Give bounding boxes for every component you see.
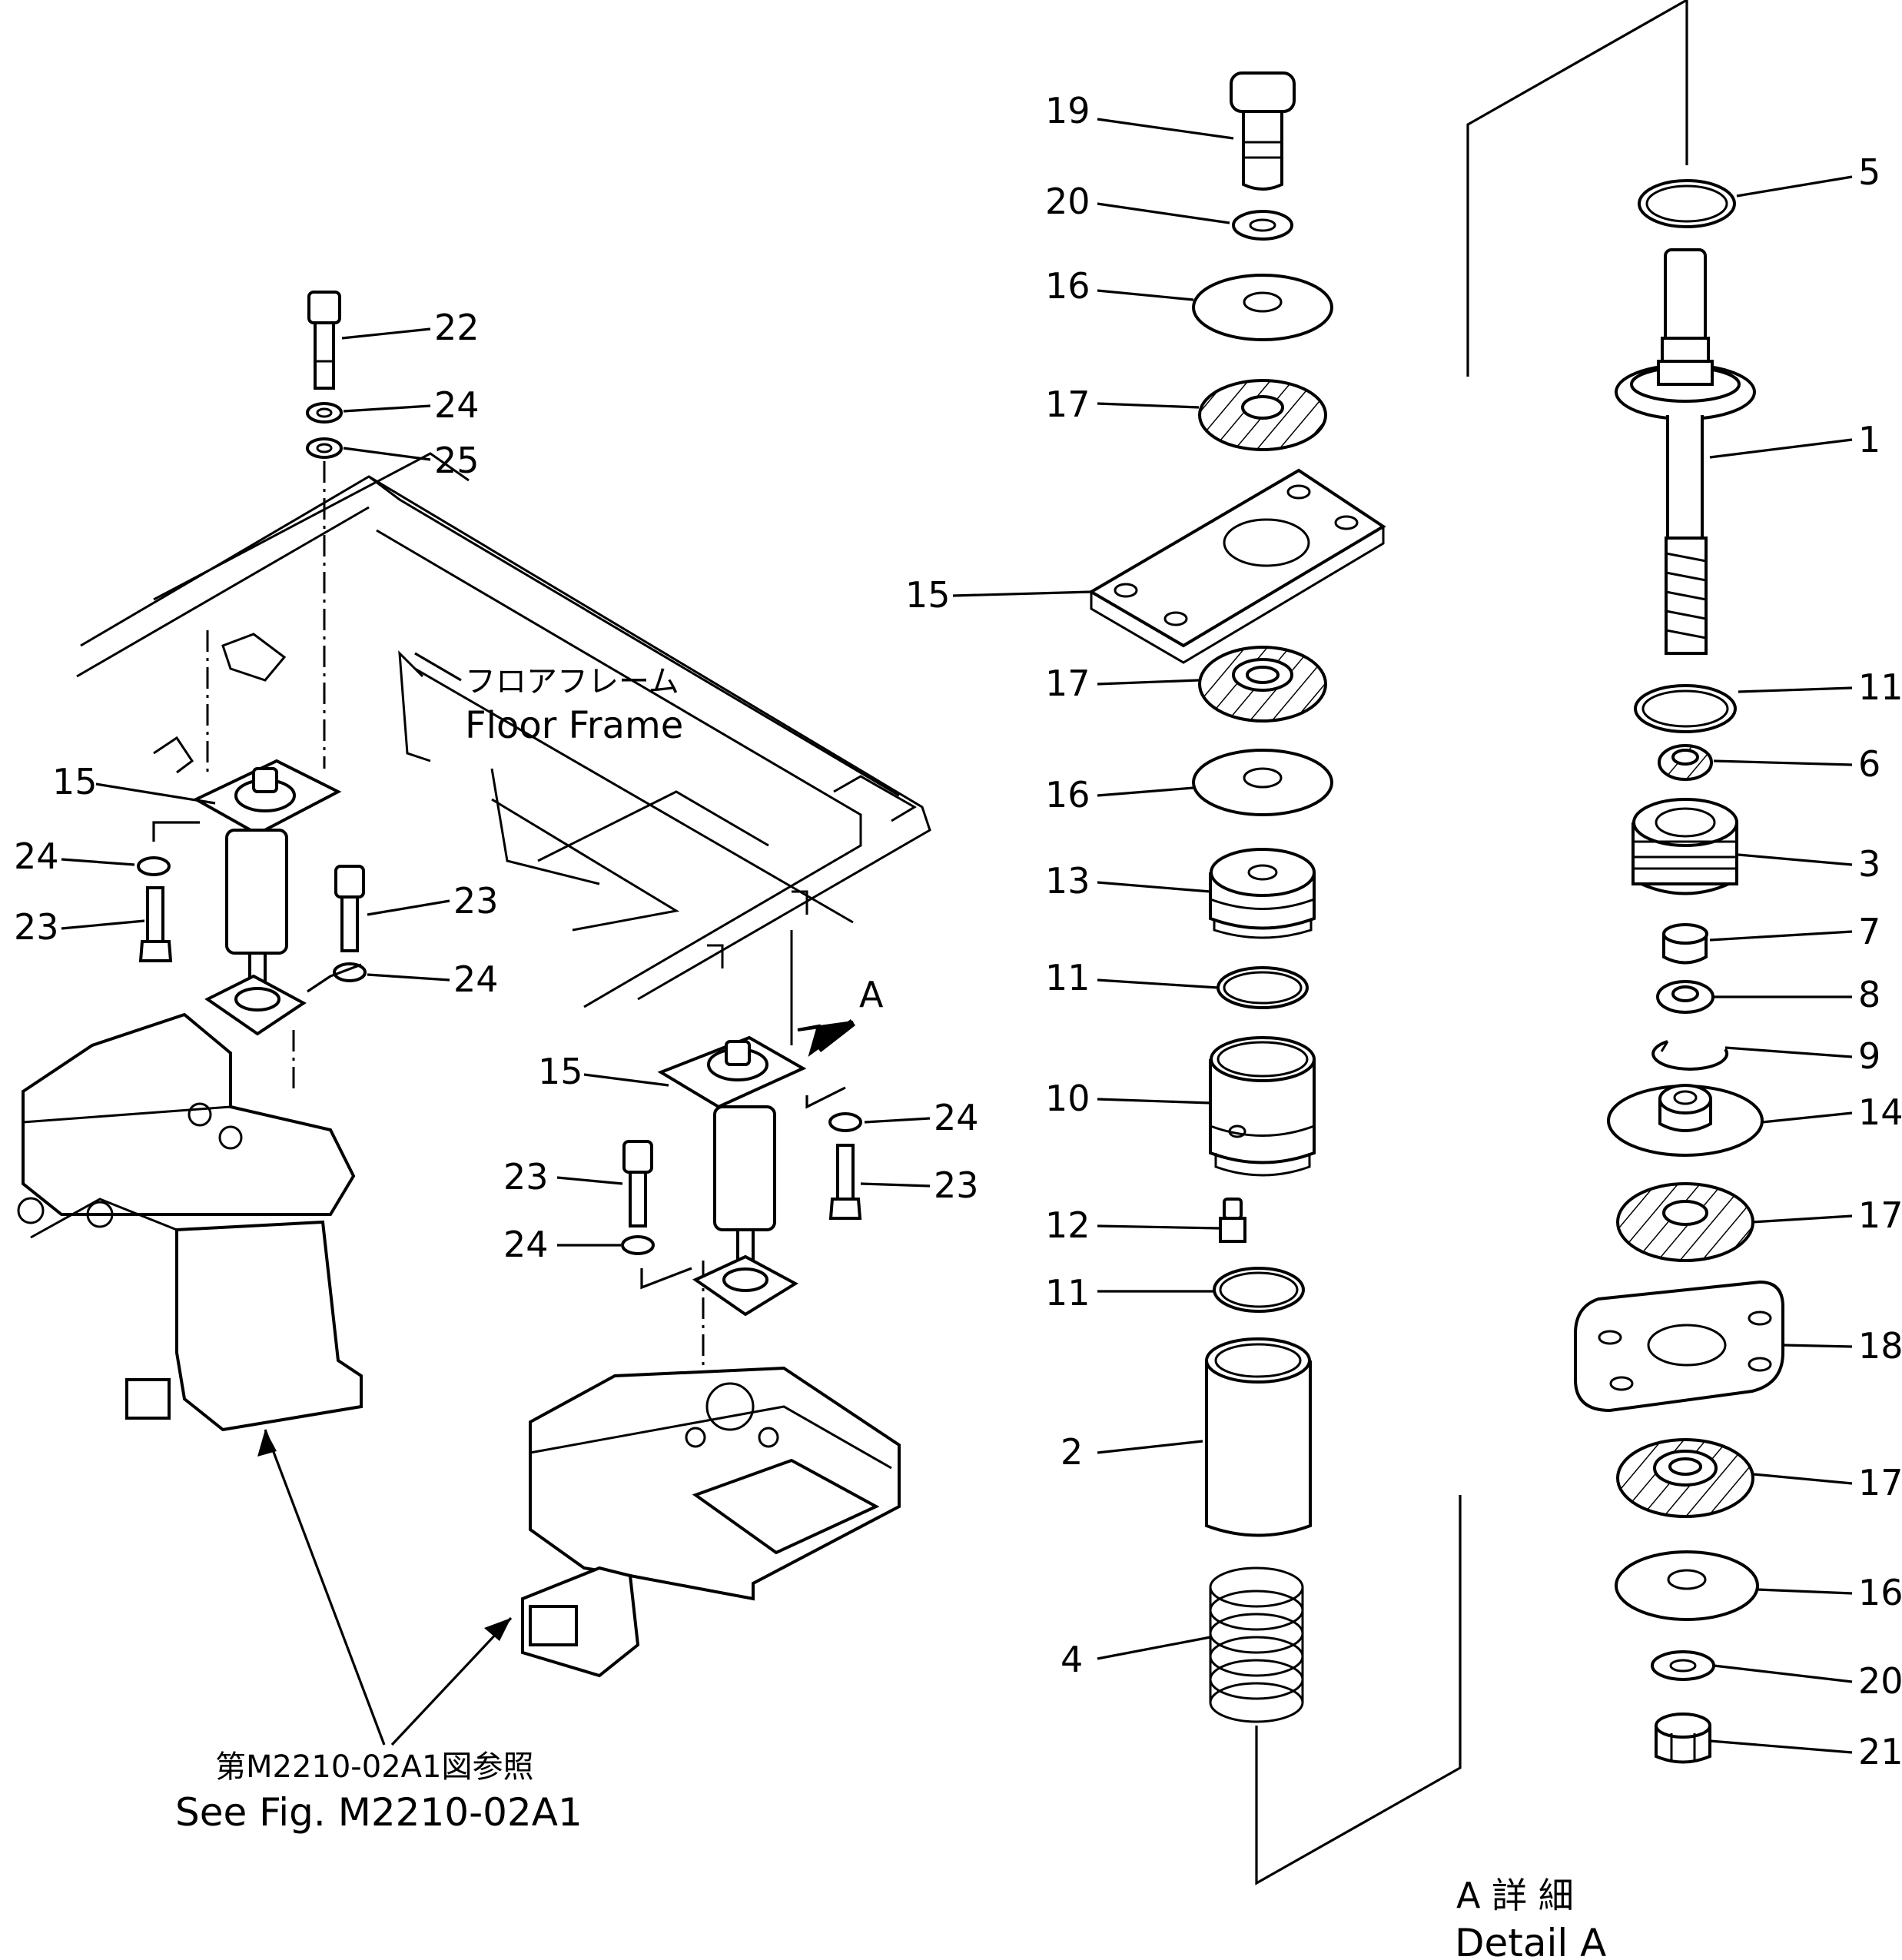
- callout-10: 10: [1045, 1078, 1090, 1119]
- damper-mount-left: [192, 759, 342, 1036]
- callout-20: 20: [1045, 181, 1090, 222]
- callout-17: 17: [1858, 1462, 1902, 1503]
- callout-24: 24: [434, 384, 480, 426]
- right-callouts: 5 1 11 6 3 7 8 9 14 17 18 17 16 20 21: [1709, 151, 1902, 1772]
- callout-16: 16: [1858, 1572, 1902, 1613]
- washer-24: [137, 856, 171, 876]
- callout-3: 3: [1858, 843, 1880, 885]
- callout-17: 17: [1858, 1194, 1902, 1236]
- washer-24-hole: [316, 407, 333, 418]
- see-fig-en: See Fig. M2210-02A1: [175, 1790, 583, 1835]
- callout-17: 17: [1045, 384, 1090, 425]
- bracket-line: [805, 1086, 846, 1109]
- view-label: A: [859, 974, 884, 1015]
- leader-line: [264, 1429, 386, 1746]
- middle-exploded-stack: [1088, 71, 1386, 1723]
- callout-25: 25: [434, 440, 480, 481]
- bolt-23: [828, 1144, 862, 1220]
- callout-23: 23: [503, 1156, 549, 1198]
- see-fig-jp: 第M2210-02A1図参照: [215, 1749, 533, 1785]
- washer-24: [333, 962, 367, 982]
- callout-1: 1: [1858, 419, 1880, 460]
- washer-25-hole: [316, 443, 333, 453]
- bracket-line: [640, 1267, 692, 1290]
- callout-21: 21: [1858, 1731, 1902, 1772]
- washer-24: [306, 402, 343, 424]
- callout-2: 2: [1061, 1431, 1083, 1473]
- cab-support-right: [521, 1366, 901, 1678]
- callout-6: 6: [1858, 743, 1880, 785]
- callout-18: 18: [1858, 1325, 1902, 1367]
- callout-14: 14: [1858, 1091, 1902, 1133]
- washer-24: [828, 1112, 862, 1132]
- callout-15: 15: [52, 761, 98, 802]
- callout-9: 9: [1858, 1035, 1880, 1077]
- bolt-23: [334, 865, 365, 952]
- callout-24: 24: [503, 1224, 549, 1265]
- floor-frame-jp: フロアフレーム: [465, 664, 679, 699]
- callout-11: 11: [1858, 666, 1902, 708]
- callout-19: 19: [1045, 90, 1090, 131]
- callout-16: 16: [1045, 774, 1090, 816]
- callout-15: 15: [538, 1051, 583, 1092]
- callout-5: 5: [1858, 151, 1880, 193]
- leader-line: [390, 1616, 513, 1746]
- callout-13: 13: [1045, 860, 1090, 902]
- right-exploded-stack: [1574, 179, 1784, 1764]
- bolt-22: [307, 291, 341, 390]
- callout-15: 15: [905, 574, 951, 616]
- washer-24: [621, 1235, 655, 1255]
- middle-callouts: 19 20 16 17 15 17 16 13 11 10 12 11 2 4: [905, 90, 1234, 1680]
- callout-20: 20: [1858, 1660, 1902, 1702]
- arrowhead: [257, 1430, 277, 1457]
- floor-frame-en: Floor Frame: [465, 704, 683, 747]
- callout-24: 24: [453, 958, 499, 1000]
- callout-11: 11: [1045, 957, 1090, 998]
- callout-23: 23: [14, 906, 59, 948]
- callout-22: 22: [434, 307, 480, 348]
- callout-11: 11: [1045, 1272, 1090, 1314]
- callout-8: 8: [1858, 974, 1880, 1015]
- bolt-23: [138, 886, 173, 962]
- bracket-line: [152, 821, 200, 842]
- callout-17: 17: [1045, 663, 1090, 704]
- cab-support-left: [17, 1012, 363, 1432]
- bolt-23: [622, 1140, 653, 1227]
- callout-7: 7: [1858, 911, 1880, 952]
- leader-line: [414, 652, 462, 682]
- callout-24: 24: [934, 1097, 979, 1138]
- damper-mount-right: [657, 1035, 807, 1317]
- callout-12: 12: [1045, 1204, 1090, 1246]
- washer-25: [306, 437, 343, 459]
- detail-caption-en: Detail A: [1455, 1921, 1606, 1960]
- callout-4: 4: [1061, 1639, 1083, 1680]
- callout-24: 24: [14, 835, 59, 877]
- callout-23: 23: [934, 1164, 979, 1206]
- callout-23: 23: [453, 880, 499, 922]
- left-callouts: 22 24 25 15 24 23 23 24 15 24 23 23 24: [14, 307, 979, 1265]
- assembly-connector-lines: [1255, 0, 1688, 1885]
- detail-caption-jp: A 詳 細: [1456, 1875, 1574, 1916]
- bracket-line: [307, 963, 362, 993]
- callout-16: 16: [1045, 265, 1090, 307]
- arrowhead: [484, 1618, 511, 1641]
- view-arrow-shaft: [815, 1019, 856, 1052]
- floor-frame-drawing: [76, 452, 931, 1008]
